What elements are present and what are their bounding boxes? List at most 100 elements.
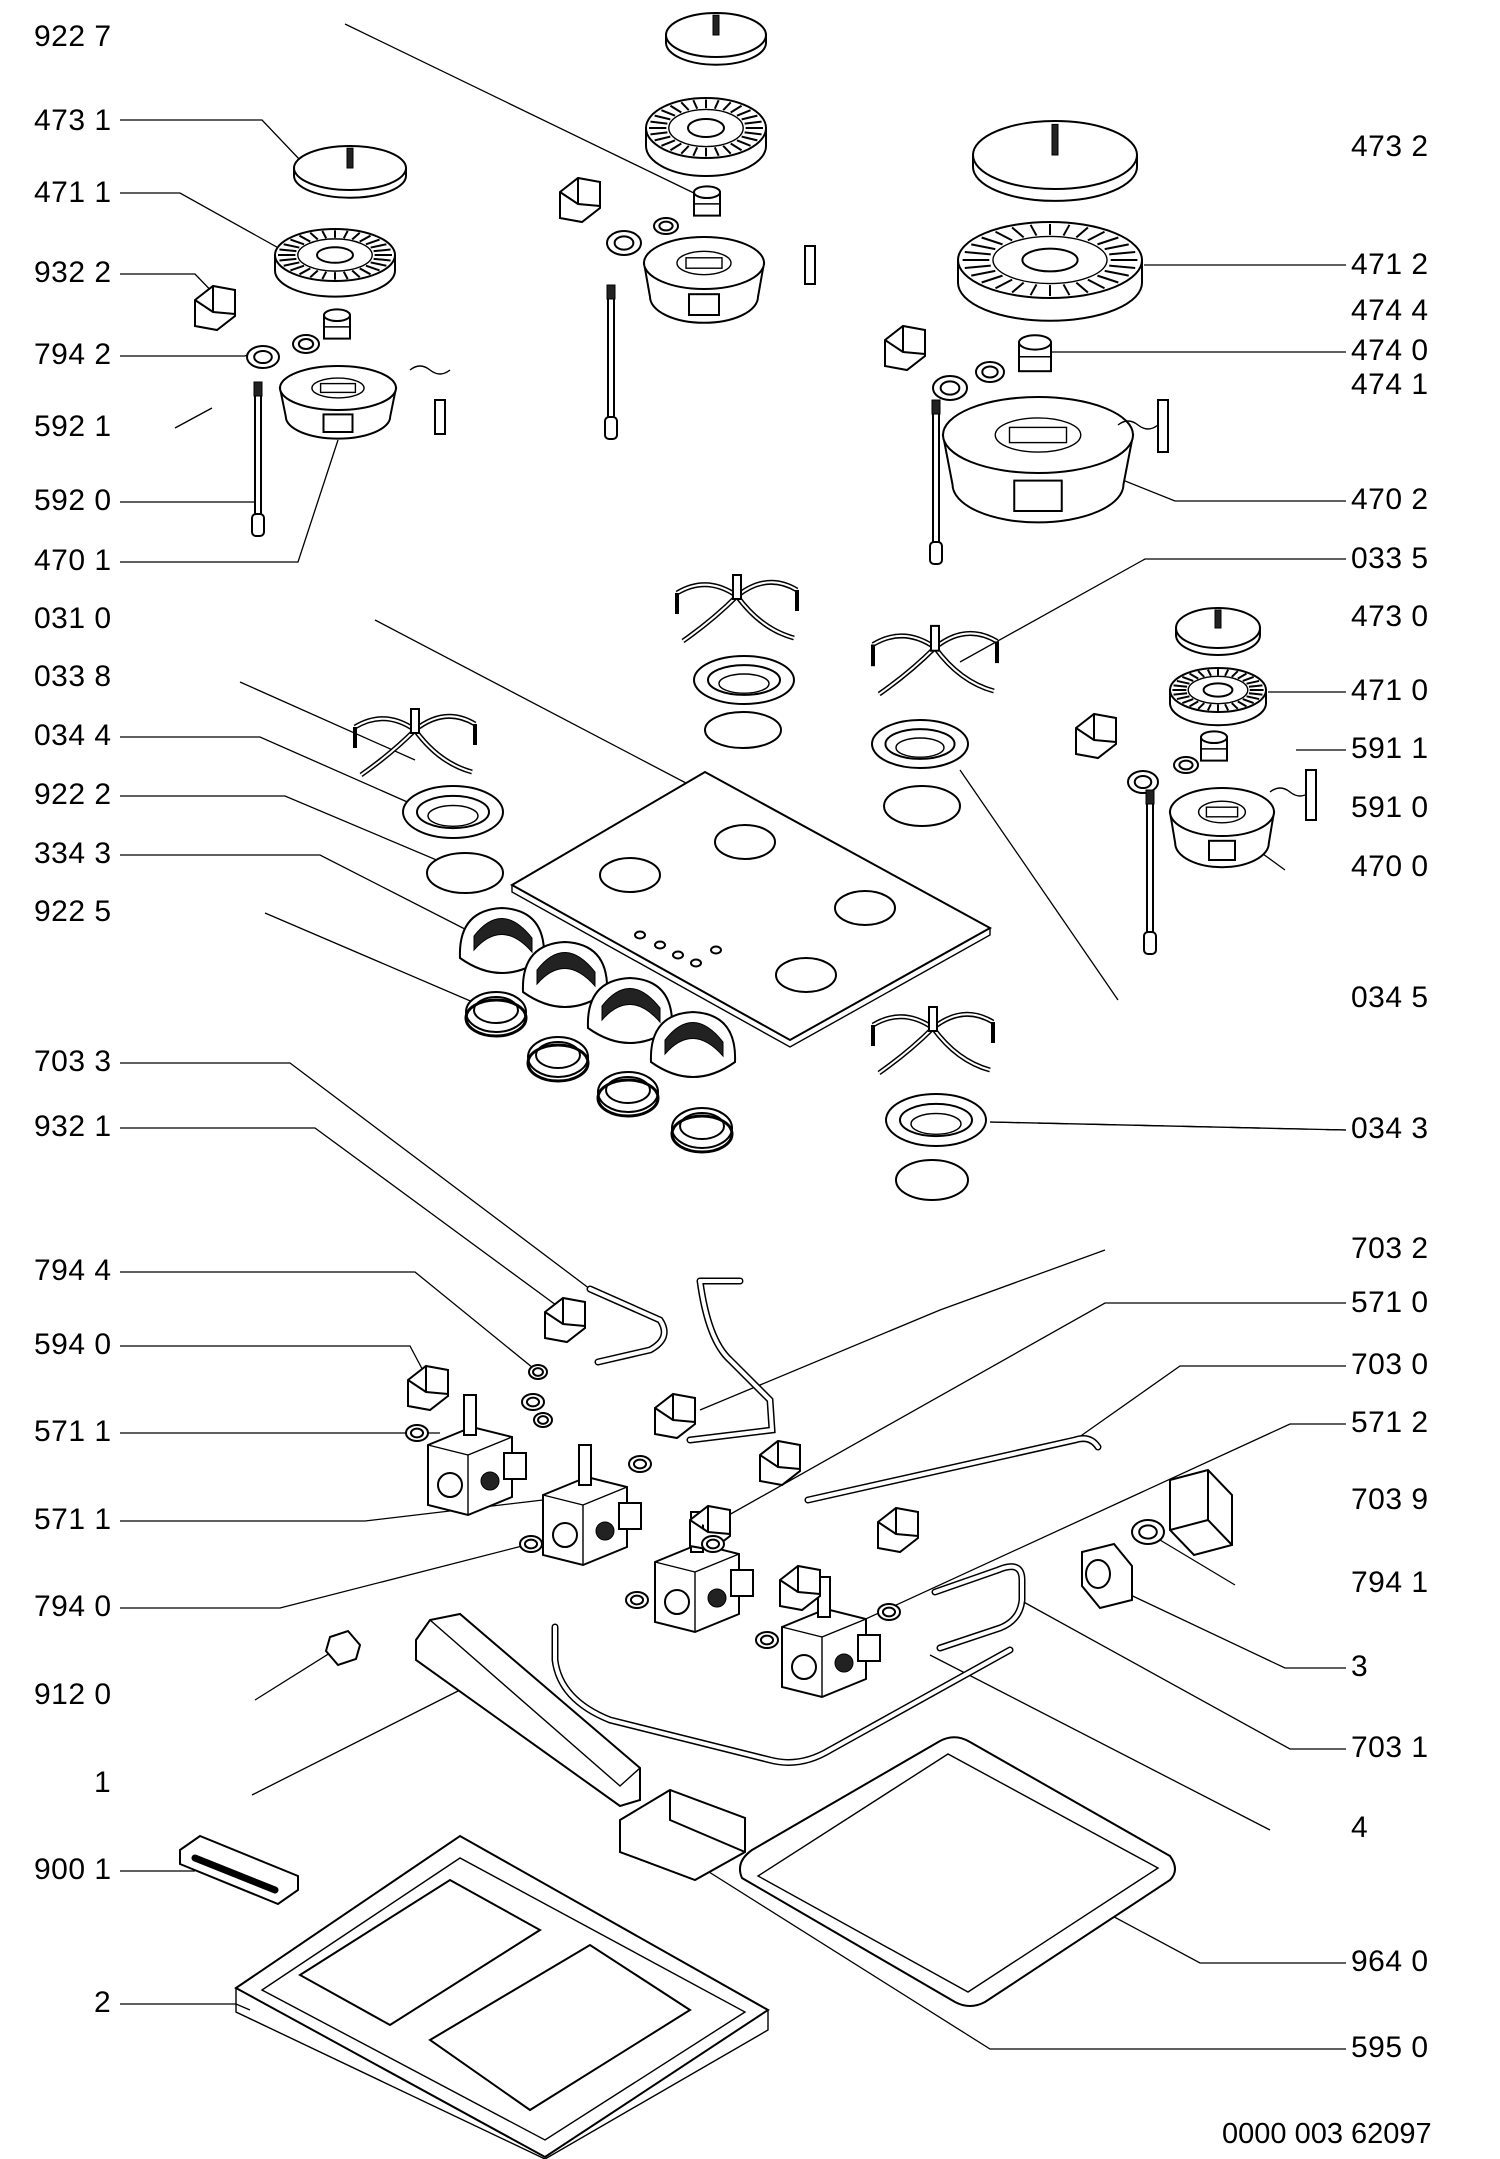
burner-base-top [642,236,766,324]
clip-right-small [1075,712,1117,760]
burner-crown-471-1 [274,228,396,298]
washer-top [653,217,679,235]
hob-knob-hole [654,940,666,950]
part-label-794-2: 794 2 [34,338,112,371]
support-arm [877,1024,991,1076]
leader-470-1 [120,439,339,563]
knob-bezel-3 [596,1071,660,1118]
leader-3 [1119,1589,1346,1669]
crown-slot [342,230,349,239]
part-label-033-8: 033 8 [34,660,112,693]
hob-knob-hole [710,945,722,955]
ring-inner [532,1367,544,1377]
burner-cap-473-2 [972,120,1138,202]
valve-port [664,1589,690,1615]
crown-slot [351,232,361,241]
clip-932-2 [194,284,236,332]
leader-334-3 [120,854,503,949]
gasket-right [883,785,961,827]
part-label-470-2: 470 2 [1351,483,1429,516]
crown-slot [736,139,751,147]
document-number: 0000 003 62097 [1222,2118,1432,2150]
control-knob-4 [649,1010,737,1078]
crown-slot [1062,283,1071,296]
base-inner [676,250,732,276]
leader-794-0 [120,1543,531,1609]
cap-pin [1051,123,1059,156]
trim-ring-right [871,719,969,769]
burner-crown-top [645,97,767,177]
leader-912-0 [254,1647,339,1701]
trim-inner [416,794,490,830]
crown-slot [1248,684,1263,688]
leader-922-2 [120,795,466,873]
clip-valve [654,1392,696,1440]
crown-slot [370,261,387,267]
valve-screw [595,1521,615,1541]
gasket-034-3 [895,1159,969,1201]
crown-slot [365,264,380,272]
hob-burner-hole [775,957,837,993]
crown-slot [283,243,300,249]
pan-support-top [675,574,799,644]
part-label-4: 4 [1351,1811,1369,1844]
crown-slot [1231,670,1239,678]
control-knob-2 [521,940,609,1008]
trim-ring-034-4 [402,785,504,839]
part-label-900-1: 900 1 [34,1853,112,1886]
ring-inner [939,380,961,396]
clip-valve [877,1506,919,1554]
valve-outlet [857,1634,881,1662]
crown-slot [964,250,991,256]
electrode-right-body [1157,399,1169,453]
seal-gasket-inner [756,1753,1160,1993]
knob-body [458,906,546,974]
hob-burner-hole [834,890,896,926]
seal-ring [405,1424,429,1442]
trim-hole [895,737,945,758]
base-stem [1013,479,1063,513]
crown-slot [661,139,676,147]
part-label-471-0: 471 0 [1351,674,1429,707]
leader-794-4 [120,1271,539,1373]
crown-slot [1011,281,1025,294]
hob-knob-hole [634,930,646,940]
valve-outlet [730,1569,754,1597]
leader-034-5 [959,769,1119,1001]
leader-794-1 [1159,1539,1236,1586]
part-label-595-0: 595 0 [1351,2031,1429,2064]
seal-ring [521,1393,545,1411]
seal-ring [625,1591,649,1609]
washer-794-1 [1131,1519,1165,1545]
base-throat [319,382,357,394]
bezel-band [464,998,528,1038]
crown-slot [1206,669,1212,677]
part-label-473-1: 473 1 [34,104,112,137]
front-rail-1 [415,1612,641,1808]
valve-outlet [503,1452,527,1480]
washer-794-4 [533,1412,553,1428]
part-label-1: 1 [94,1766,112,1799]
electrode-tip [929,541,943,565]
ring-inner [613,235,635,251]
base-inner [1197,800,1247,824]
knob-bezel-4 [670,1107,734,1154]
electrode-head [253,381,263,397]
clip-valve [759,1439,801,1487]
ring-inner [632,1458,648,1470]
valve-port [437,1472,463,1498]
base-stem [322,413,354,433]
crown-slot [1189,700,1199,708]
valve-edge [654,1553,740,1632]
support-post [930,624,940,652]
leader-592-1 [174,407,213,429]
crown-slot [321,230,328,239]
washer-794-4 [528,1364,548,1380]
crown-slot [1109,250,1136,256]
crown-slot [290,264,305,272]
crown-slot [744,120,762,125]
part-label-571-0: 571 0 [1351,1286,1429,1319]
crown-slot [1087,278,1105,290]
nozzle-top [693,185,721,200]
burner-crown-471-0 [1169,667,1267,727]
